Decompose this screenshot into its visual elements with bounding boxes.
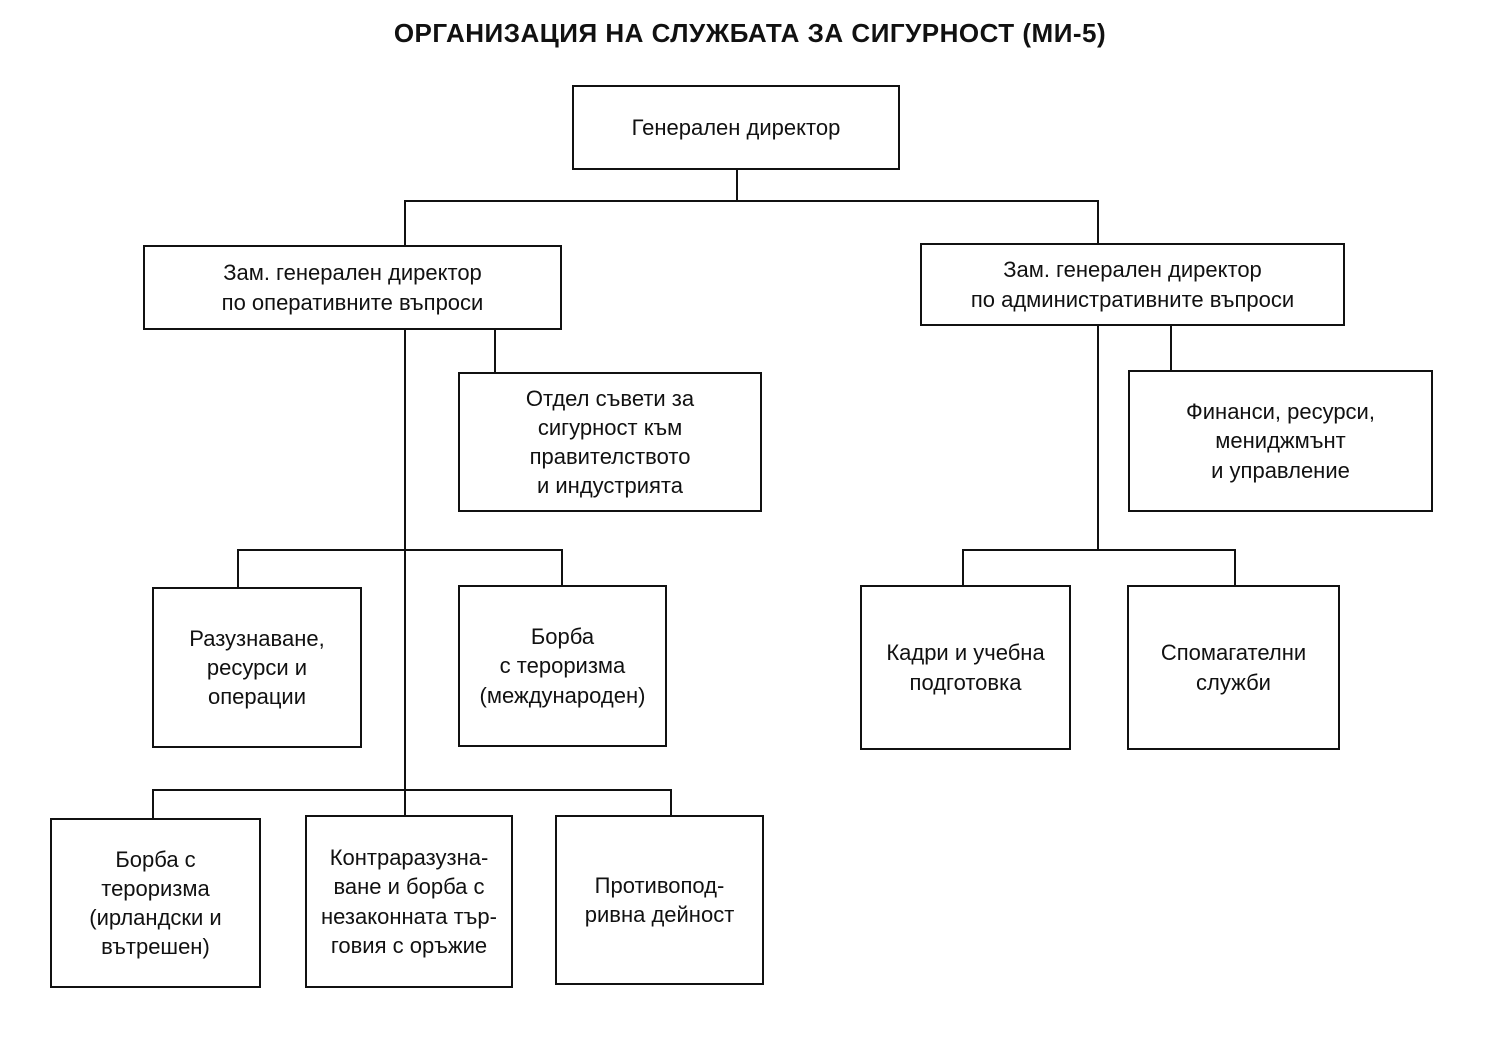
- node-counterintelligence: Контраразузна- ване и борба с незаконнат…: [305, 815, 513, 988]
- page-title: ОРГАНИЗАЦИЯ НА СЛУЖБАТА ЗА СИГУРНОСТ (МИ…: [393, 18, 1107, 48]
- node-terrorism-irish: Борба с тероризма (ирландски и вътрешен): [50, 818, 261, 988]
- node-intelligence: Разузнаване, ресурси и операции: [152, 587, 362, 748]
- node-finance-label: Финанси, ресурси, мениджмънт и управлени…: [1186, 399, 1375, 483]
- connector-left-main-vertical: [404, 330, 406, 816]
- node-terrorism-international: Борба с тероризма (международен): [458, 585, 667, 747]
- node-general-director-label: Генерален директор: [631, 114, 841, 140]
- connector-to-personnel: [962, 549, 964, 585]
- connector-to-intelligence: [237, 549, 239, 587]
- node-terrorism-international-label: Борба с тероризма (международен): [479, 624, 646, 708]
- node-finance: Финанси, ресурси, мениджмънт и управлени…: [1128, 370, 1433, 512]
- node-personnel-label: Кадри и учебна подготовка: [886, 640, 1045, 695]
- connector-to-subversion: [670, 789, 672, 815]
- node-security-advice: Отдел съвети за сигурност към правителст…: [458, 372, 762, 512]
- node-deputy-operational-label: Зам. генерален директор по оперативните …: [221, 260, 484, 315]
- node-deputy-operational: Зам. генерален директор по оперативните …: [143, 245, 562, 330]
- connector-to-deputy-administrative: [1097, 200, 1099, 243]
- node-support-services-label: Спомагателни служби: [1160, 640, 1307, 695]
- node-terrorism-irish-label: Борба с тероризма (ирландски и вътрешен): [89, 846, 222, 960]
- connector-to-finance: [1170, 326, 1172, 370]
- node-deputy-administrative: Зам. генерален директор по административ…: [920, 243, 1345, 326]
- connector-to-terrorism-international: [561, 549, 563, 585]
- connector-to-terrorism-irish: [152, 789, 154, 818]
- node-counterintelligence-label: Контраразузна- ване и борба с незаконнат…: [321, 845, 497, 958]
- connector-left-mid-horizontal: [237, 549, 563, 551]
- connector-root-drop: [736, 170, 738, 201]
- node-personnel: Кадри и учебна подготовка: [860, 585, 1071, 750]
- node-support-services: Спомагателни служби: [1127, 585, 1340, 750]
- connector-right-mid-horizontal: [962, 549, 1236, 551]
- node-security-advice-label: Отдел съвети за сигурност към правителст…: [525, 385, 695, 499]
- connector-right-main-vertical: [1097, 326, 1099, 551]
- connector-left-bottom-horizontal: [152, 789, 672, 791]
- connector-to-support-services: [1234, 549, 1236, 585]
- node-subversion-label: Противопод- ривна дейност: [584, 872, 735, 927]
- connector-to-security-advice: [494, 330, 496, 372]
- node-subversion: Противопод- ривна дейност: [555, 815, 764, 985]
- connector-top-horizontal: [404, 200, 1099, 202]
- node-intelligence-label: Разузнаване, ресурси и операции: [189, 625, 325, 710]
- node-general-director: Генерален директор: [572, 85, 900, 170]
- node-deputy-administrative-label: Зам. генерален директор по административ…: [970, 257, 1295, 312]
- connector-to-deputy-operational: [404, 200, 406, 245]
